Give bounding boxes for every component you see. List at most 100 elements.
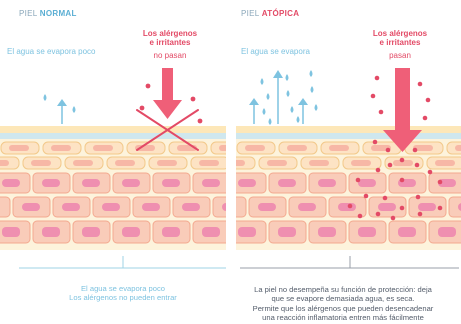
evaporation-arrow-icon [298, 98, 308, 124]
right-skin-cell [308, 220, 347, 244]
right-living-cells [236, 172, 461, 244]
right-bracket [240, 256, 459, 269]
left-caption: El agua se evapora poco Los alérgenos no… [23, 284, 223, 303]
left-corneocyte [64, 156, 104, 170]
water-drop-icon [286, 90, 290, 97]
allergen-dot-icon [374, 75, 380, 81]
water-drop-icon [260, 78, 264, 85]
right-corneocyte [384, 156, 424, 170]
left-skin-cell [192, 172, 226, 194]
right-skin-cell [288, 196, 327, 218]
left-outer-layer [0, 126, 226, 133]
right-skin-cell [428, 220, 461, 244]
allergen-dot-icon [412, 147, 418, 153]
right-skin-cell [348, 172, 387, 194]
left-corneocyte [106, 156, 146, 170]
left-skin-cell [32, 220, 71, 244]
left-allergen-title-line2: e irritantes [149, 38, 191, 48]
left-skin-cell [172, 196, 211, 218]
water-drop-icon [309, 70, 313, 77]
right-allergen-title: Los alérgenos e irritantes [360, 29, 440, 47]
right-corneocyte [404, 141, 444, 155]
right-skin-cell [448, 196, 461, 218]
left-corneocyte [84, 141, 124, 155]
right-skin-cell [388, 220, 427, 244]
allergen-dot-icon [414, 162, 420, 168]
right-caption: La piel no desempeña su función de prote… [226, 285, 460, 323]
allergen-dot-icon [197, 118, 203, 124]
evaporation-arrow-icon [57, 99, 67, 124]
allergen-dot-icon [145, 83, 151, 89]
allergen-dot-icon [385, 147, 391, 153]
right-title-prefix: PIEL [241, 9, 262, 18]
right-skin-cell [268, 172, 307, 194]
left-downward-arrow [153, 68, 182, 119]
right-corneocyte [342, 156, 382, 170]
right-skin-cell [248, 196, 287, 218]
allergen-dot-icon [415, 194, 421, 200]
allergen-dot-icon [387, 162, 393, 168]
left-corneocyte [0, 141, 40, 155]
right-allergen-sub: pasan [389, 51, 411, 60]
right-evaporation-label: El agua se evapora [241, 47, 310, 56]
allergen-dot-icon [370, 93, 376, 99]
left-corneocytes [0, 141, 226, 170]
left-skin-cell [0, 220, 31, 244]
evaporation-arrow-icon [249, 98, 259, 124]
left-corneocyte [190, 156, 226, 170]
right-corneocyte [446, 141, 461, 155]
right-corneocyte [426, 156, 461, 170]
right-caption-line2: que se evapore demasiada agua, es seca. [271, 294, 415, 304]
right-corneocyte [258, 156, 298, 170]
left-title-prefix: PIEL [19, 9, 40, 18]
left-skin-cell [72, 172, 111, 194]
allergen-dot-icon [382, 195, 388, 201]
left-skin-cell [112, 172, 151, 194]
left-corneocyte [22, 156, 62, 170]
left-skin-layers [0, 126, 226, 250]
allergen-dot-icon [375, 211, 381, 217]
left-skin-cell [212, 196, 226, 218]
left-skin-cell [152, 220, 191, 244]
right-water-drops [260, 70, 318, 125]
right-skin-cell [308, 172, 347, 194]
left-skin-cell [132, 196, 171, 218]
water-drop-icon [314, 104, 318, 111]
water-drop-icon [296, 116, 300, 123]
left-skin-cell [0, 196, 11, 218]
allergen-dot-icon [417, 211, 423, 217]
cross-icon [136, 109, 199, 151]
left-water-band [0, 133, 226, 139]
right-corneocyte [300, 156, 340, 170]
allergen-dot-icon [357, 213, 363, 219]
right-skin-cell [268, 220, 307, 244]
right-corneocyte [362, 141, 402, 155]
right-skin-cell [408, 196, 447, 218]
allergen-dot-icon [437, 205, 443, 211]
water-drop-icon [310, 86, 314, 93]
left-skin-cell [112, 220, 151, 244]
allergen-dot-icon [378, 109, 384, 115]
right-corneocyte [236, 156, 256, 170]
evaporation-arrow-icon [273, 70, 283, 124]
right-panel-title: PIEL ATÓPICA [241, 10, 299, 18]
water-drop-icon [43, 94, 47, 101]
allergen-dot-icon [417, 81, 423, 87]
right-corneocytes [236, 141, 461, 170]
right-allergen-title-line2: e irritantes [379, 38, 421, 48]
allergen-dot-icon [437, 179, 443, 185]
left-evaporation-label: El agua se evapora poco [7, 47, 96, 56]
left-skin-cell [192, 220, 226, 244]
right-corneocyte [320, 141, 360, 155]
right-evaporation-arrows [249, 70, 308, 124]
water-drop-icon [72, 106, 76, 113]
left-water-drops [43, 94, 76, 113]
right-caption-line1: La piel no desempeña su función de prote… [254, 285, 432, 294]
water-drop-icon [285, 74, 289, 81]
left-panel-title: PIEL NORMAL [19, 10, 77, 18]
left-bracket [19, 256, 226, 269]
allergen-dot-icon [399, 177, 405, 183]
right-water-band [236, 133, 461, 139]
left-skin-cell [72, 220, 111, 244]
allergen-dot-icon [372, 139, 378, 145]
